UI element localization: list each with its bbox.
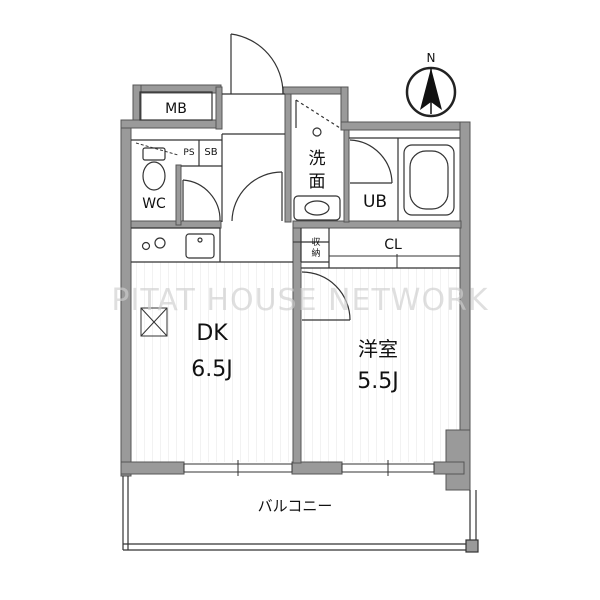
wc-door bbox=[182, 179, 221, 222]
storage-label-2: 納 bbox=[311, 247, 320, 259]
washroom-label-2: 面 bbox=[309, 172, 326, 192]
toilet-icon bbox=[142, 147, 166, 191]
balcony-label: バルコニー bbox=[258, 497, 333, 515]
sb-label: SB bbox=[204, 147, 217, 158]
bathtub-icon bbox=[403, 144, 455, 216]
wc-label: WC bbox=[142, 196, 166, 212]
ps-shelf bbox=[135, 142, 179, 156]
ps-label: PS bbox=[183, 148, 194, 158]
interior-lines bbox=[131, 91, 460, 269]
kitchen-sink-icon bbox=[185, 233, 215, 259]
ub-label: UB bbox=[363, 192, 387, 212]
dk-floor bbox=[131, 262, 293, 462]
dk-size-label: 6.5J bbox=[191, 357, 232, 382]
western-room-floor bbox=[303, 268, 457, 462]
western-name-label: 洋室 bbox=[358, 337, 398, 361]
balcony-outline bbox=[122, 476, 479, 553]
cl-label: CL bbox=[384, 237, 402, 253]
dk-name-label: DK bbox=[196, 321, 228, 346]
western-size-label: 5.5J bbox=[357, 369, 398, 394]
mb-label: MB bbox=[165, 101, 187, 117]
outer-walls bbox=[120, 84, 471, 491]
washbasin-icon bbox=[293, 99, 341, 221]
compass-north-label: N bbox=[427, 51, 436, 65]
ub-door bbox=[349, 139, 393, 184]
vent-icon bbox=[140, 307, 168, 337]
hall-door bbox=[231, 171, 283, 222]
entrance-door bbox=[230, 33, 284, 95]
washroom-label-1: 洗 bbox=[309, 149, 326, 169]
closet-rod bbox=[329, 254, 460, 268]
storage-label-1: 収 bbox=[311, 236, 320, 248]
western-room-door bbox=[301, 271, 351, 321]
bottom-windows bbox=[183, 460, 435, 476]
compass-icon: N bbox=[405, 51, 457, 118]
stove-icon bbox=[141, 237, 166, 251]
watermark: PITAT HOUSE NETWORK bbox=[111, 283, 488, 318]
